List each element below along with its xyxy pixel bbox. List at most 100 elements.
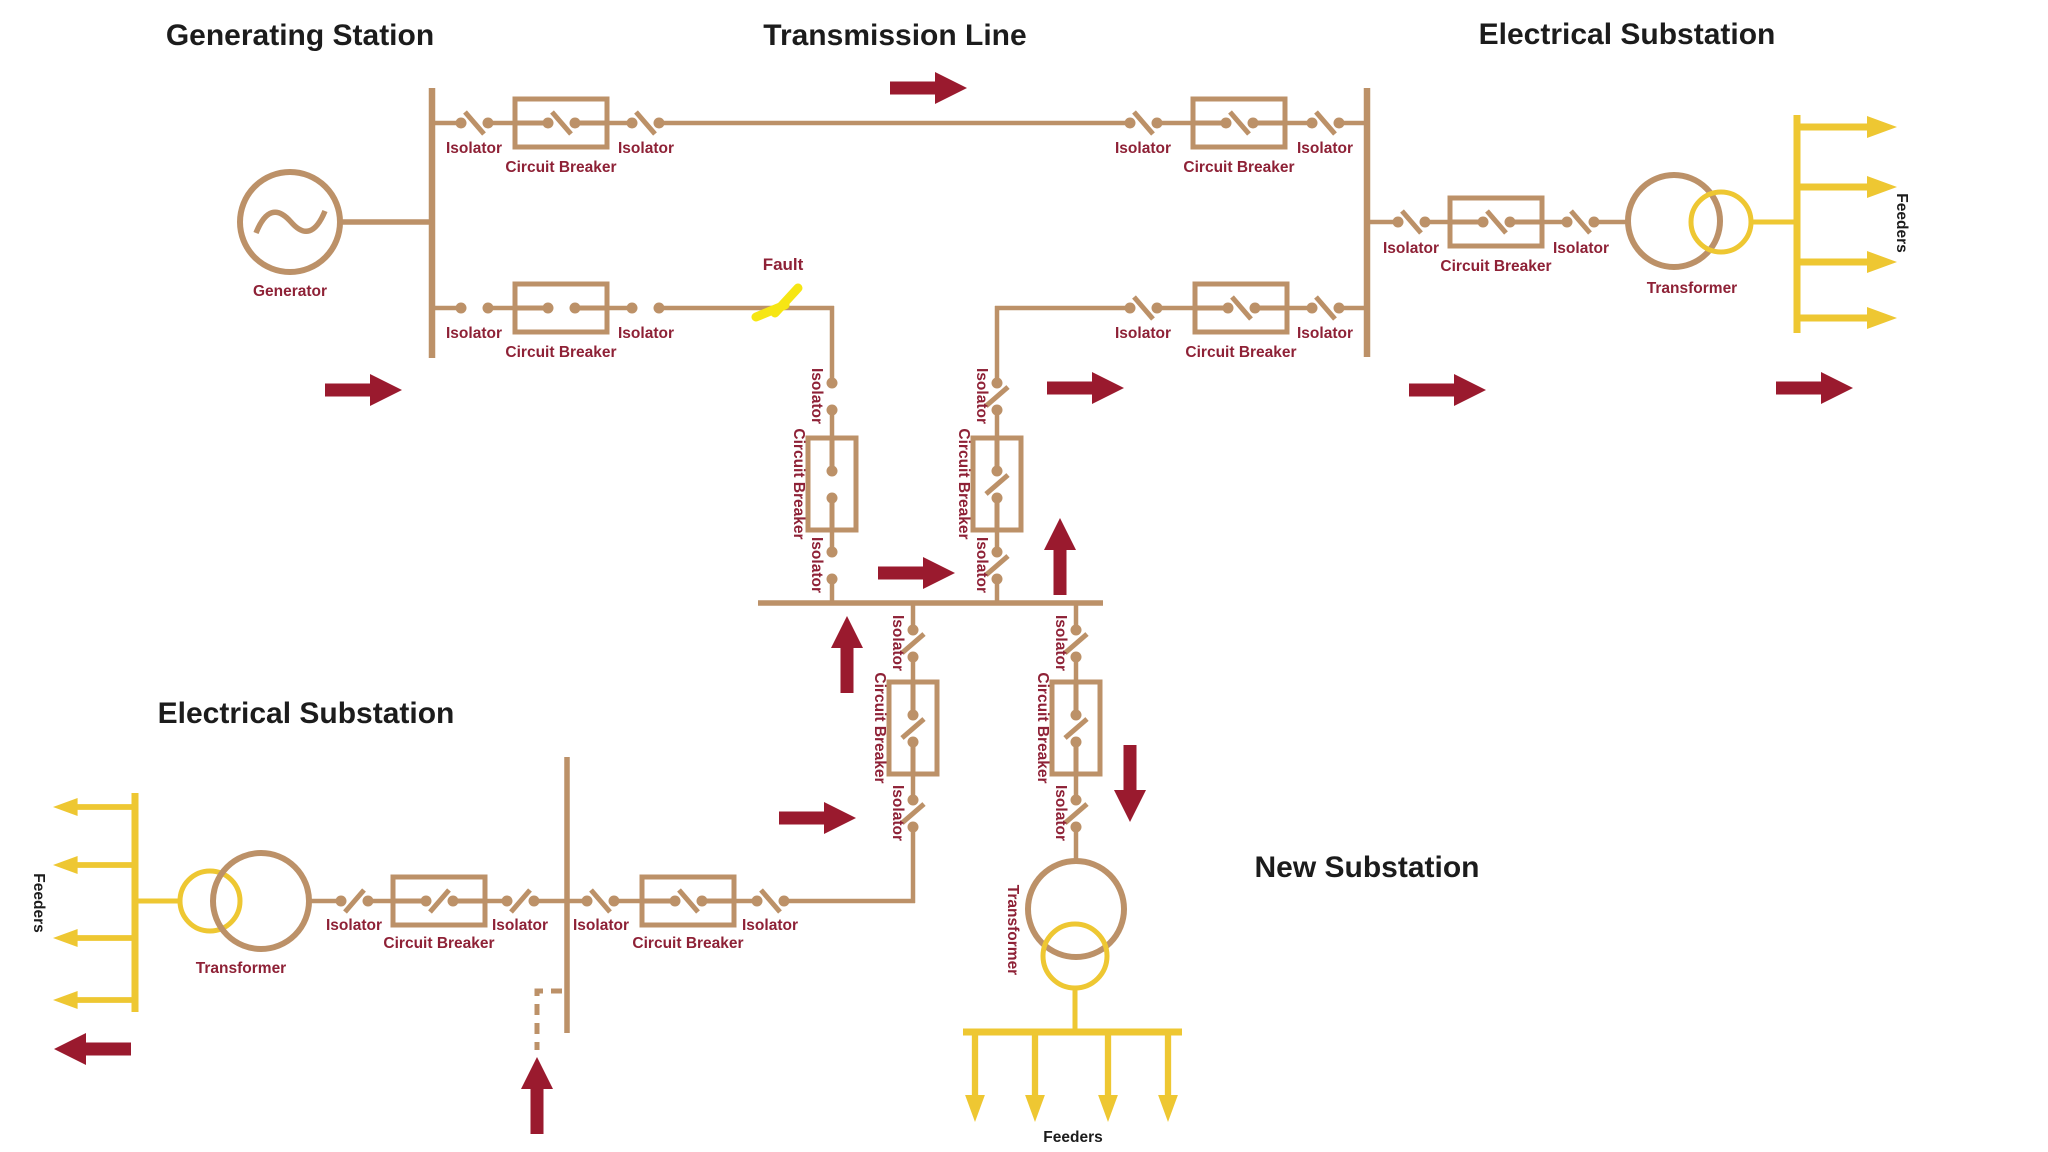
feeder-arrow [53, 797, 135, 817]
circuit-breaker-symbol [1193, 99, 1285, 147]
circuit-breaker-label: Circuit Breaker [632, 935, 743, 952]
title-electrical-substation-left: Electrical Substation [158, 697, 455, 730]
isolator-label: Isolator [446, 140, 502, 157]
generating-station: Generator [237, 88, 436, 358]
isolator-label: Isolator [618, 325, 674, 342]
circuit-breaker-symbol [642, 877, 734, 925]
feeder-arrow [965, 1032, 985, 1122]
feeder-arrow [1797, 176, 1897, 198]
feeders-label: Feeders [1893, 193, 1910, 252]
section-titles: Generating Station Transmission Line Ele… [158, 18, 1776, 884]
feeders-label: Feeders [30, 873, 47, 932]
transformer-secondary-coil [177, 868, 243, 934]
isolator-label: Isolator [808, 537, 825, 593]
fault-label: Fault [763, 255, 804, 274]
isolator-label: Isolator [1052, 615, 1069, 671]
isolator-label: Isolator [808, 368, 825, 424]
transformer-label: Transformer [1004, 885, 1021, 975]
isolator-label: Isolator [618, 140, 674, 157]
circuit-breaker-symbol [393, 877, 485, 925]
isolator-symbol [627, 112, 665, 134]
circuit-breaker-symbol [1195, 284, 1287, 332]
circuit-breaker-label: Circuit Breaker [790, 428, 807, 539]
flow-arrow-up [831, 616, 863, 693]
feeder-arrow [1797, 116, 1897, 138]
isolator-symbol-open [827, 378, 838, 416]
title-new-substation: New Substation [1254, 851, 1479, 884]
isolator-label: Isolator [1297, 140, 1353, 157]
circuit-breaker-symbol [973, 438, 1021, 530]
isolator-symbol [1307, 297, 1345, 319]
isolator-symbol [1307, 112, 1345, 134]
substation-top-right: Isolator Circuit Breaker Isolator Transf… [1363, 88, 1910, 357]
isolator-label: Isolator [1115, 325, 1171, 342]
isolator-symbol [336, 890, 374, 912]
flow-arrow-right [325, 374, 402, 406]
transmission-line-upper: Isolator Circuit Breaker Isolator Isolat… [432, 99, 1367, 176]
title-generating-station: Generating Station [166, 19, 434, 52]
title-transmission-line: Transmission Line [763, 19, 1026, 52]
isolator-label: Isolator [1297, 325, 1353, 342]
flow-arrow-right [890, 72, 967, 104]
isolator-label: Isolator [973, 368, 990, 424]
isolator-label: Isolator [492, 917, 548, 934]
circuit-breaker-label: Circuit Breaker [871, 672, 888, 783]
flow-arrow-down [1114, 745, 1146, 822]
isolator-label: Isolator [1553, 240, 1609, 257]
isolator-symbol-open [827, 547, 838, 585]
circuit-breaker-label: Circuit Breaker [505, 344, 616, 361]
isolator-symbol [502, 890, 540, 912]
isolator-label: Isolator [1115, 140, 1171, 157]
circuit-breaker-label: Circuit Breaker [1185, 344, 1296, 361]
isolator-label: Isolator [889, 785, 906, 841]
circuit-breaker-symbol [889, 682, 937, 774]
flow-arrow-right [1047, 372, 1124, 404]
feeder-arrow [53, 855, 135, 875]
feeder-arrow [1797, 251, 1897, 273]
circuit-breaker-symbol [1450, 198, 1542, 246]
mid-network: Isolator Circuit Breaker Isolator Isolat… [758, 306, 1103, 903]
circuit-breaker-symbol-open [515, 284, 607, 332]
transformer-label: Transformer [196, 960, 286, 977]
generator-label: Generator [253, 283, 327, 300]
isolator-label: Isolator [573, 917, 629, 934]
title-electrical-substation-top: Electrical Substation [1479, 18, 1776, 51]
generator-sine-icon [253, 209, 328, 235]
isolator-symbol [1125, 297, 1163, 319]
circuit-breaker-label: Circuit Breaker [1183, 159, 1294, 176]
transformer-primary-coil [210, 850, 312, 952]
circuit-breaker-symbol [515, 99, 607, 147]
isolator-symbol [582, 890, 620, 912]
feeder-arrow [53, 928, 135, 948]
isolator-label: Isolator [973, 537, 990, 593]
isolator-symbol [752, 890, 790, 912]
feeders-label: Feeders [1043, 1129, 1102, 1146]
circuit-breaker-label: Circuit Breaker [955, 428, 972, 539]
new-substation: Transformer Feeders [963, 858, 1182, 1146]
isolator-label: Isolator [1052, 785, 1069, 841]
isolator-label: Isolator [1383, 240, 1439, 257]
circuit-breaker-label: Circuit Breaker [383, 935, 494, 952]
isolator-label: Isolator [889, 615, 906, 671]
flow-arrow-right [1776, 372, 1853, 404]
circuit-breaker-label: Circuit Breaker [1440, 258, 1551, 275]
substation-bottom-left: Feeders Transformer Isolator Circuit Bre… [30, 757, 915, 1050]
transmission-line-lower-left: Isolator Circuit Breaker Isolator Fault [432, 255, 834, 361]
feeder-arrow [1098, 1032, 1118, 1122]
flow-arrow-up [1044, 518, 1076, 595]
isolator-label: Isolator [742, 917, 798, 934]
isolator-label: Isolator [326, 917, 382, 934]
transformer-primary-coil [1625, 172, 1723, 270]
transmission-line-lower-right: Isolator Circuit Breaker Isolator [995, 284, 1367, 361]
feeder-arrow [1158, 1032, 1178, 1122]
flow-arrow-right [878, 557, 955, 589]
circuit-breaker-label: Circuit Breaker [505, 159, 616, 176]
feeder-arrow [53, 990, 135, 1010]
circuit-breaker-symbol-open [808, 438, 856, 530]
isolator-symbol [1125, 112, 1163, 134]
circuit-breaker-label: Circuit Breaker [1034, 672, 1051, 783]
circuit-breaker-symbol [1052, 682, 1100, 774]
fault-icon [751, 283, 803, 322]
flow-arrow-right [779, 802, 856, 834]
